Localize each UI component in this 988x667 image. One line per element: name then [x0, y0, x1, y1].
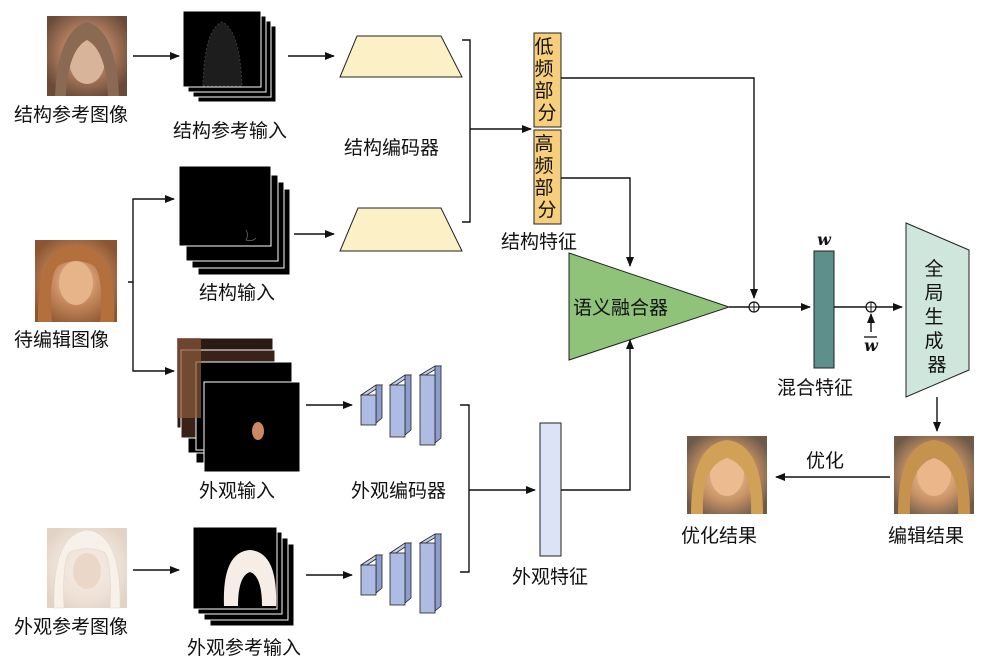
mixed-feature-bar — [813, 250, 835, 369]
low-freq-label: 低 频 部 分 — [534, 36, 559, 124]
edit-result-label: 编辑结果 — [888, 525, 964, 547]
low-freq-char: 分 — [537, 102, 556, 124]
high-freq-bar — [533, 129, 562, 225]
struct-ref-image — [47, 16, 127, 96]
semantic-fusion — [568, 252, 731, 361]
low-freq-char: 部 — [534, 80, 553, 102]
appearance-ref-input-label: 外观参考输入 — [187, 637, 301, 659]
low-freq-char: 低 — [534, 36, 553, 58]
global-generator-label: 全 局 生 成 器 — [924, 258, 949, 376]
struct-feature-label: 结构特征 — [501, 231, 577, 253]
appearance-ref-input-stack — [192, 526, 295, 627]
edit-result-image — [894, 436, 974, 514]
arrow-to-appearance-input — [132, 282, 175, 375]
appearance-input-label: 外观输入 — [199, 480, 275, 502]
appearance-feature-label: 外观特征 — [512, 566, 588, 588]
appearance-encoder-top — [359, 365, 443, 446]
struct-ref-image-label: 结构参考图像 — [14, 104, 128, 126]
optimize-label: 优化 — [806, 450, 844, 472]
struct-ref-input-stack — [182, 10, 277, 103]
appearance-ref-image-label: 外观参考图像 — [14, 616, 128, 638]
generator-char: 生 — [924, 306, 943, 328]
app-encoder-bracket — [460, 404, 470, 573]
struct-encoder-label: 结构编码器 — [344, 137, 439, 159]
arrow-to-struct-input — [128, 195, 175, 283]
high-freq-char: 部 — [534, 177, 553, 199]
mixed-feature-label: 混合特征 — [777, 377, 853, 399]
appearance-encoder-bottom — [359, 533, 443, 614]
appearance-to-fusion-arrow — [561, 339, 634, 491]
generator-char: 器 — [927, 354, 946, 376]
optimize-result-label: 优化结果 — [681, 525, 757, 547]
high-freq-char: 分 — [537, 199, 556, 221]
appearance-input-stack — [176, 337, 301, 473]
edit-image-label: 待编辑图像 — [14, 329, 109, 351]
optimize-result-image — [687, 436, 767, 514]
struct-input-label: 结构输入 — [199, 282, 275, 304]
generator-char: 成 — [924, 330, 943, 352]
struct-encoder-bottom — [339, 207, 463, 252]
semantic-fusion-label: 语义融合器 — [573, 297, 668, 319]
low-freq-arrow — [561, 77, 758, 299]
high-freq-label: 高 频 部 分 — [534, 133, 559, 221]
appearance-feature-bar — [539, 422, 562, 557]
w-symbol: w — [817, 230, 832, 249]
appearance-encoder-label: 外观编码器 — [351, 480, 446, 502]
struct-ref-input-label: 结构参考输入 — [173, 120, 287, 142]
high-freq-arrow — [561, 177, 634, 267]
high-freq-char: 高 — [534, 133, 553, 155]
encoder-bracket — [462, 39, 471, 223]
struct-encoder-top — [339, 35, 463, 78]
generator-char: 局 — [924, 282, 943, 304]
low-freq-char: 频 — [534, 58, 553, 80]
struct-input-stack — [178, 165, 291, 276]
w-bar-symbol: w — [864, 336, 879, 355]
edit-image — [35, 240, 117, 322]
global-generator — [905, 222, 970, 398]
high-freq-char: 频 — [534, 155, 553, 177]
appearance-ref-image — [47, 528, 127, 609]
generator-char: 全 — [924, 258, 943, 280]
low-freq-bar — [533, 32, 562, 128]
